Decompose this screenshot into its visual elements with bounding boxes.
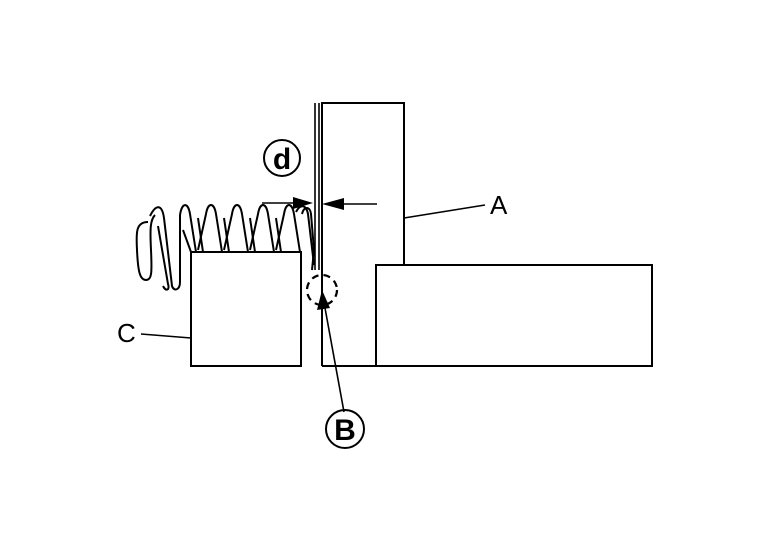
label-c: C	[117, 318, 136, 348]
label-c-leader	[140, 333, 192, 339]
spring-coil-back	[157, 205, 315, 291]
label-b-arrowhead	[317, 290, 330, 310]
label-b: B	[334, 414, 356, 447]
spring-coil-front	[149, 204, 301, 291]
detail-b-dashed-circle	[305, 273, 339, 307]
base-block	[375, 264, 653, 367]
spring-end-cap	[135, 214, 156, 282]
label-a-leader	[403, 204, 486, 219]
label-d: d	[273, 143, 291, 176]
spring-last-coil	[301, 207, 316, 271]
label-b-leader	[324, 307, 345, 413]
part-a-plate	[321, 102, 405, 366]
part-c-block	[190, 251, 302, 367]
dimension-d-arrow-left	[293, 197, 313, 209]
coil-spring	[135, 204, 316, 291]
label-d-circle	[263, 139, 301, 177]
label-b-circle	[325, 409, 365, 449]
label-a: A	[490, 190, 508, 220]
dimension-d-arrow-right	[322, 198, 344, 210]
